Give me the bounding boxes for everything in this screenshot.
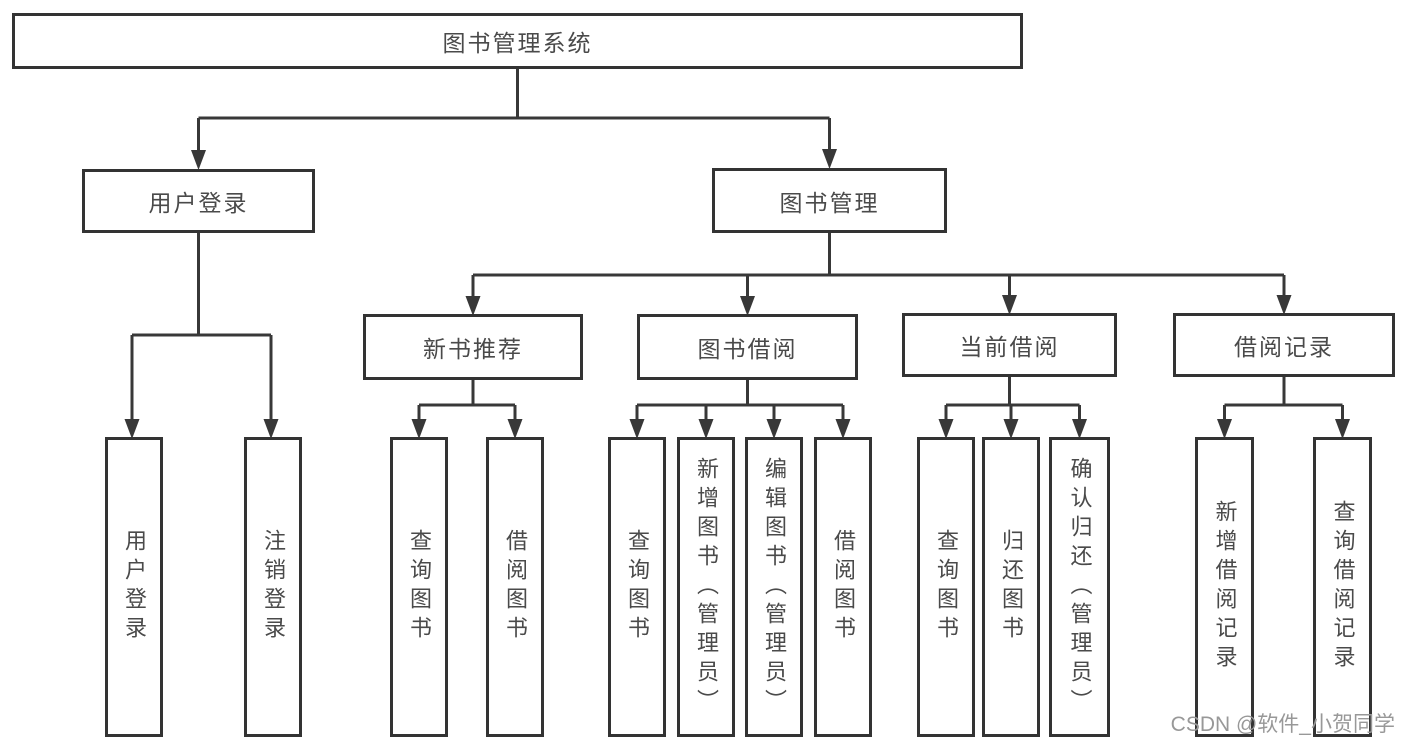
arrowhead-book-borrowing — [740, 296, 755, 316]
node-add-book-admin-label: 新增图书（管理员） — [694, 456, 719, 718]
arrowhead-new-book-recommend — [465, 296, 481, 316]
node-book-management: 图书管理 — [712, 168, 947, 233]
arrowhead-logout-leaf — [263, 419, 279, 439]
node-logout-leaf: 注销登录 — [244, 437, 302, 737]
node-query-book-3: 查询图书 — [917, 437, 975, 737]
node-query-book-2-label: 查询图书 — [625, 529, 650, 645]
connector-borrowing-records-subtree — [1223, 377, 1344, 421]
node-borrow-book-1: 借阅图书 — [486, 437, 544, 737]
node-book-management-label: 图书管理 — [779, 189, 880, 216]
arrowhead-edit-book-admin — [766, 419, 782, 439]
connector-book-borrowing-subtree — [635, 380, 845, 421]
arrowhead-user-login-leaf — [124, 419, 140, 439]
node-confirm-return-admin-label: 确认归还（管理员） — [1067, 456, 1093, 718]
connector-user-login-subtree — [130, 233, 273, 421]
arrowhead-confirm-return-admin — [1072, 419, 1087, 439]
node-return-book: 归还图书 — [982, 437, 1040, 737]
arrowhead-user-login — [191, 150, 206, 170]
arrowhead-add-borrow-record — [1217, 419, 1232, 439]
node-book-borrowing-label: 图书借阅 — [697, 336, 798, 362]
node-user-login-label: 用户登录 — [148, 190, 249, 216]
arrowhead-borrowing-records — [1276, 295, 1292, 315]
connector-current-borrowing-subtree — [944, 377, 1081, 421]
node-query-borrow-record: 查询借阅记录 — [1313, 437, 1372, 737]
node-root: 图书管理系统 — [12, 13, 1023, 69]
node-root-label: 图书管理系统 — [442, 30, 593, 56]
node-add-borrow-record-label: 新增借阅记录 — [1212, 500, 1238, 674]
node-query-borrow-record-label: 查询借阅记录 — [1330, 500, 1356, 674]
node-add-book-admin: 新增图书（管理员） — [677, 437, 735, 737]
node-user-login-leaf: 用户登录 — [105, 437, 163, 737]
arrowhead-borrow-book-2 — [835, 419, 851, 439]
arrowhead-query-book-2 — [629, 419, 645, 439]
arrowhead-query-book-1 — [411, 419, 427, 439]
connector-root-to-level2 — [197, 68, 831, 152]
arrowhead-query-borrow-record — [1335, 419, 1350, 439]
node-borrowing-records-label: 借阅记录 — [1234, 334, 1334, 360]
arrowhead-borrow-book-1 — [507, 419, 523, 439]
arrowhead-book-management — [822, 149, 837, 169]
connector-book-management-subtree — [471, 233, 1286, 298]
arrowhead-return-book — [1003, 419, 1019, 439]
node-borrowing-records: 借阅记录 — [1173, 313, 1395, 377]
node-book-borrowing: 图书借阅 — [637, 314, 858, 380]
node-query-book-1: 查询图书 — [390, 437, 448, 737]
node-current-borrowing-label: 当前借阅 — [959, 334, 1060, 360]
node-new-book-recommend-label: 新书推荐 — [423, 336, 523, 362]
node-query-book-3-label: 查询图书 — [934, 529, 959, 645]
node-logout-leaf-label: 注销登录 — [261, 529, 286, 645]
node-query-book-1-label: 查询图书 — [407, 529, 432, 645]
node-user-login-leaf-label: 用户登录 — [122, 529, 147, 645]
node-confirm-return-admin: 确认归还（管理员） — [1049, 437, 1110, 737]
arrowhead-query-book-3 — [938, 419, 954, 439]
node-user-login: 用户登录 — [82, 169, 315, 233]
node-return-book-label: 归还图书 — [999, 529, 1024, 645]
arrowhead-add-book-admin — [698, 419, 714, 439]
node-borrow-book-1-label: 借阅图书 — [503, 529, 528, 645]
watermark-text: CSDN @软件_小贺同学 — [1170, 713, 1395, 736]
node-edit-book-admin: 编辑图书（管理员） — [745, 437, 803, 737]
node-edit-book-admin-label: 编辑图书（管理员） — [762, 456, 787, 718]
node-borrow-book-2: 借阅图书 — [814, 437, 872, 737]
node-borrow-book-2-label: 借阅图书 — [831, 529, 856, 645]
node-current-borrowing: 当前借阅 — [902, 313, 1117, 377]
node-query-book-2: 查询图书 — [608, 437, 666, 737]
arrowhead-current-borrowing — [1002, 295, 1017, 315]
connector-new-book-recommend-subtree — [417, 380, 517, 421]
node-new-book-recommend: 新书推荐 — [363, 314, 583, 380]
node-add-borrow-record: 新增借阅记录 — [1195, 437, 1254, 737]
